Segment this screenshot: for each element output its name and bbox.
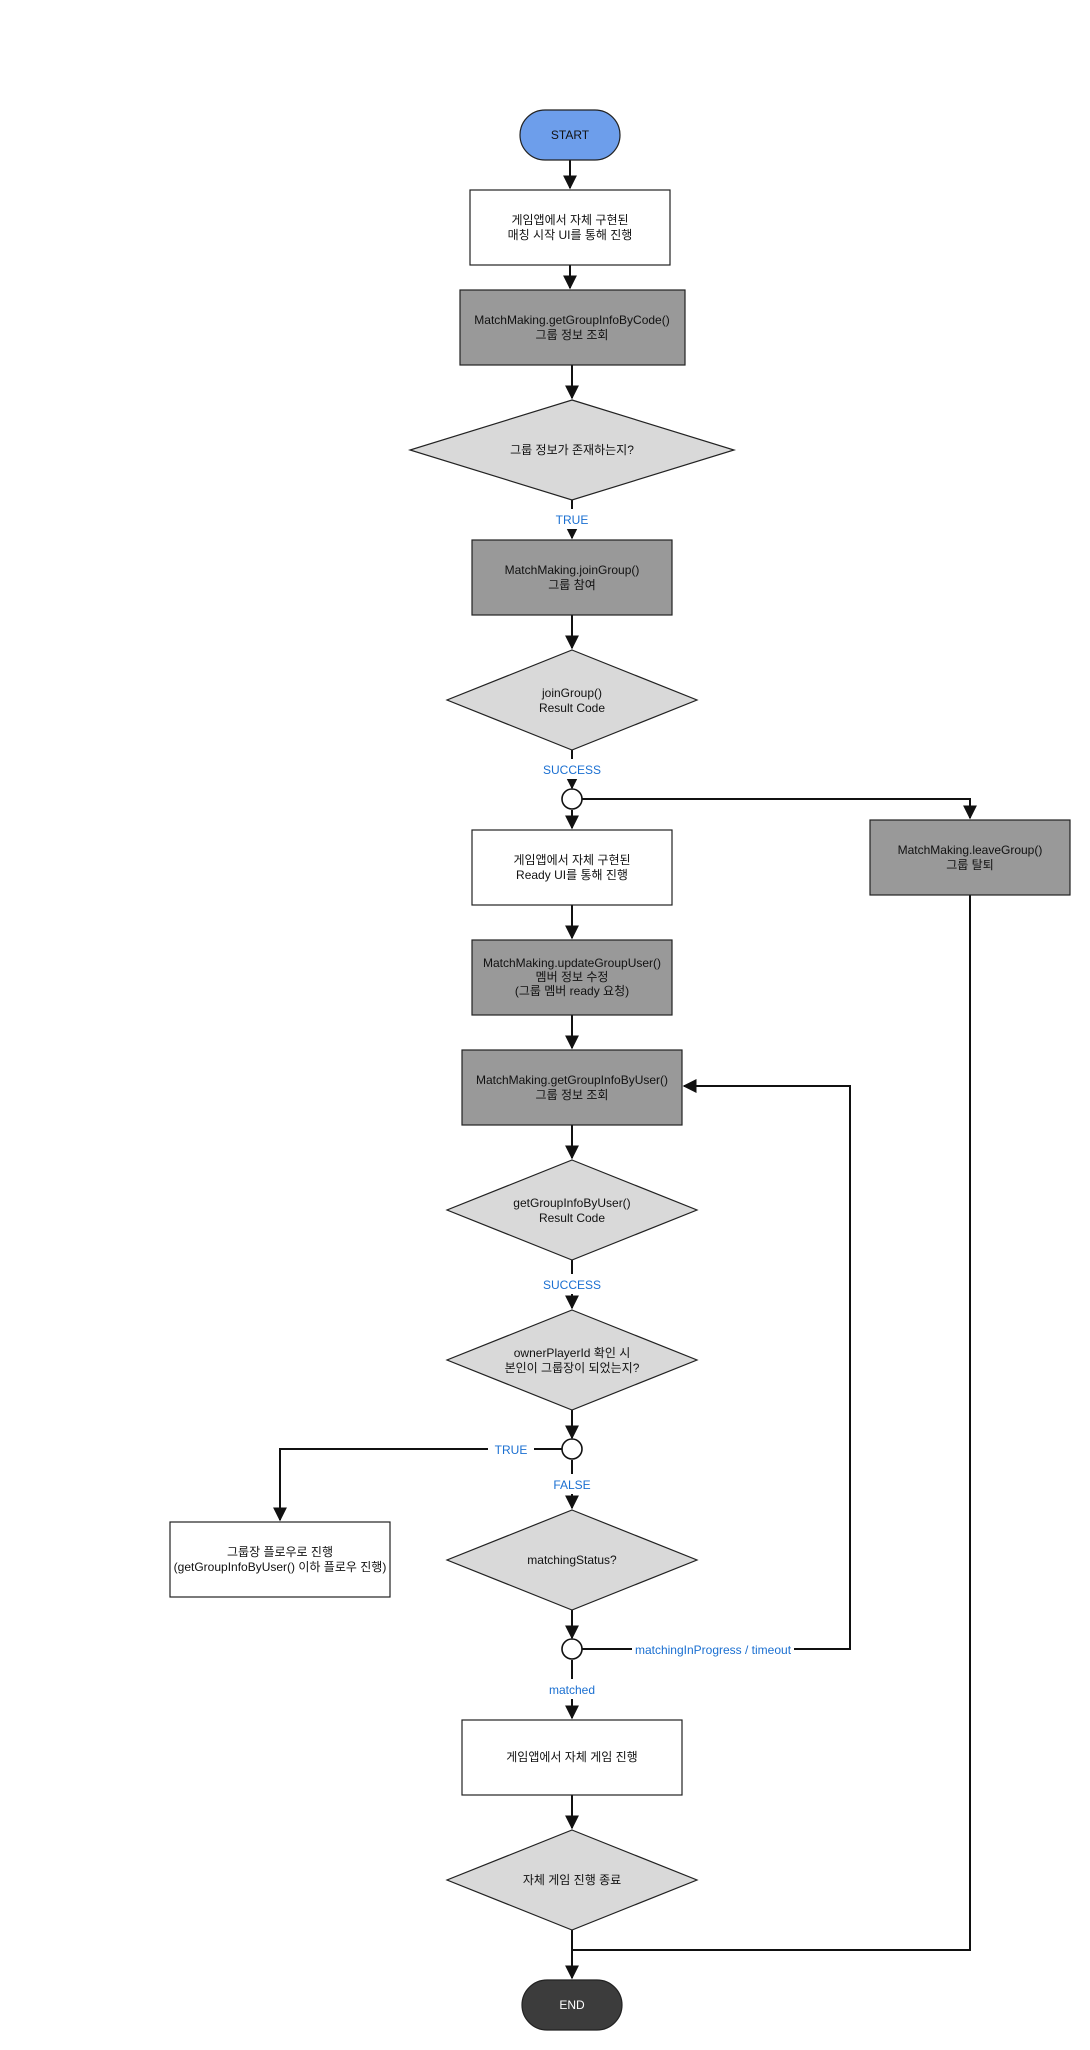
game-end-line-1: 자체 게임 진행 종료 xyxy=(523,1872,621,1887)
decision-owner-check: ownerPlayerId 확인 시 본인이 그룹장이 되었는지? xyxy=(445,1309,699,1411)
api-join-group: MatchMaking.joinGroup() 그룹 참여 xyxy=(471,539,673,616)
decision-join-group-result: joinGroup() Result Code xyxy=(445,649,699,751)
api-get-group-info-by-user: MatchMaking.getGroupInfoByUser() 그룹 정보 조… xyxy=(461,1049,683,1126)
game-match-ui-line-1: 게임앱에서 자체 구현된 xyxy=(511,213,628,227)
matching-status-line-1: matchingStatus? xyxy=(527,1553,617,1567)
get-user-line-2: 그룹 정보 조회 xyxy=(536,1088,609,1102)
owner-check-line-2: 본인이 그룹장이 되었는지? xyxy=(505,1361,640,1375)
label-matched: matched xyxy=(549,1683,595,1697)
label-in-progress: matchingInProgress / timeout xyxy=(635,1643,792,1657)
end-label: END xyxy=(559,1998,585,2012)
join-group-line-1: MatchMaking.joinGroup() xyxy=(505,563,640,577)
edge-junction-2-to-leader-flow xyxy=(273,1448,562,1522)
label-true-1: TRUE xyxy=(556,513,589,527)
ready-ui-line-2: Ready UI를 통해 진행 xyxy=(516,867,628,882)
leave-group-line-1: MatchMaking.leaveGroup() xyxy=(898,843,1043,857)
join-group-line-2: 그룹 참여 xyxy=(548,578,596,592)
process-game-play: 게임앱에서 자체 게임 진행 xyxy=(461,1719,683,1796)
decision-matching-status: matchingStatus? xyxy=(445,1509,699,1611)
decision-group-exists: 그룹 정보가 존재하는지? xyxy=(407,399,737,501)
process-ready-ui: 게임앱에서 자체 구현된 Ready UI를 통해 진행 xyxy=(471,829,673,906)
junction-2 xyxy=(561,1438,583,1460)
label-false-1: FALSE xyxy=(553,1478,590,1492)
update-line-3: (그룹 멤버 ready 요청) xyxy=(515,984,629,998)
get-user-line-1: MatchMaking.getGroupInfoByUser() xyxy=(476,1073,668,1087)
junctions xyxy=(561,788,583,1660)
label-success-1: SUCCESS xyxy=(543,763,601,777)
get-code-line-2: 그룹 정보 조회 xyxy=(536,328,609,342)
process-game-match-ui: 게임앱에서 자체 구현된 매칭 시작 UI를 통해 진행 xyxy=(469,189,671,266)
get-code-line-1: MatchMaking.getGroupInfoByCode() xyxy=(474,313,669,327)
end-terminal: END xyxy=(521,1979,623,2031)
leader-flow-line-2: (getGroupInfoByUser() 이하 플로우 진행) xyxy=(174,1559,387,1574)
api-leave-group: MatchMaking.leaveGroup() 그룹 탈퇴 xyxy=(869,819,1071,896)
decision-get-group-info-result: getGroupInfoByUser() Result Code xyxy=(445,1159,699,1261)
join-result-line-1: joinGroup() xyxy=(541,686,602,700)
get-user-result-line-2: Result Code xyxy=(539,1211,605,1225)
decision-game-end: 자체 게임 진행 종료 xyxy=(445,1829,699,1931)
update-line-1: MatchMaking.updateGroupUser() xyxy=(483,956,661,970)
join-result-line-2: Result Code xyxy=(539,701,605,715)
leader-flow-line-1: 그룹장 플로우로 진행 xyxy=(227,1544,333,1559)
process-leader-flow: 그룹장 플로우로 진행 (getGroupInfoByUser() 이하 플로우… xyxy=(169,1521,391,1598)
junction-1 xyxy=(561,788,583,810)
edge-junction-1-to-leave-group xyxy=(582,798,977,820)
start-terminal: START xyxy=(519,109,621,161)
label-success-2: SUCCESS xyxy=(543,1278,601,1292)
owner-check-line-1: ownerPlayerId 확인 시 xyxy=(514,1346,631,1360)
label-true-2: TRUE xyxy=(495,1443,528,1457)
edge-labels: TRUE SUCCESS SUCCESS TRUE FALSE matching… xyxy=(488,509,794,1699)
game-play-line-1: 게임앱에서 자체 게임 진행 xyxy=(506,1749,637,1764)
ready-ui-line-1: 게임앱에서 자체 구현된 xyxy=(513,853,630,867)
api-update-group-user: MatchMaking.updateGroupUser() 멤버 정보 수정 (… xyxy=(471,939,673,1016)
get-user-result-line-1: getGroupInfoByUser() xyxy=(513,1196,630,1210)
junction-3 xyxy=(561,1638,583,1660)
leave-group-line-2: 그룹 탈퇴 xyxy=(946,858,994,872)
group-exists-line-1: 그룹 정보가 존재하는지? xyxy=(510,443,634,457)
api-get-group-info-by-code: MatchMaking.getGroupInfoByCode() 그룹 정보 조… xyxy=(459,289,686,366)
edge-leave-group-to-end xyxy=(572,895,971,1951)
start-label: START xyxy=(551,128,590,142)
update-line-2: 멤버 정보 수정 xyxy=(536,970,609,984)
game-match-ui-line-2: 매칭 시작 UI를 통해 진행 xyxy=(508,227,633,242)
